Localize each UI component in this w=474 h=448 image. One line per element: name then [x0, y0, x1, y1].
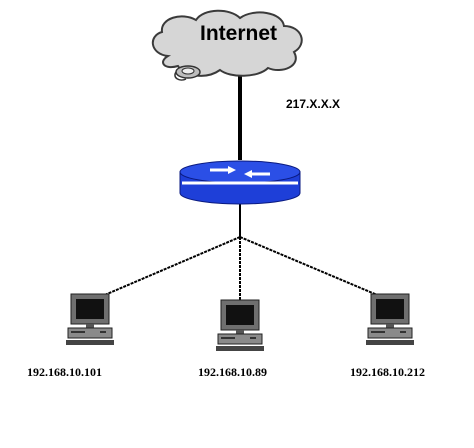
- host-3-ip-label: 192.168.10.212: [350, 365, 425, 379]
- link-host-1: [99, 236, 241, 298]
- router-icon: [179, 160, 301, 205]
- cloud-icon: [152, 9, 303, 81]
- computer-icon-host-1: [65, 293, 115, 346]
- wan-ip-label: 217.X.X.X: [286, 97, 341, 111]
- host-1-ip-label: 192.168.10.101: [27, 365, 102, 379]
- computer-icon-host-2: [215, 299, 265, 352]
- link-host-3: [239, 236, 383, 298]
- computer-icon-host-3: [365, 293, 415, 346]
- host-2-ip-label: 192.168.10.89: [198, 365, 267, 379]
- internet-label: Internet: [200, 22, 278, 45]
